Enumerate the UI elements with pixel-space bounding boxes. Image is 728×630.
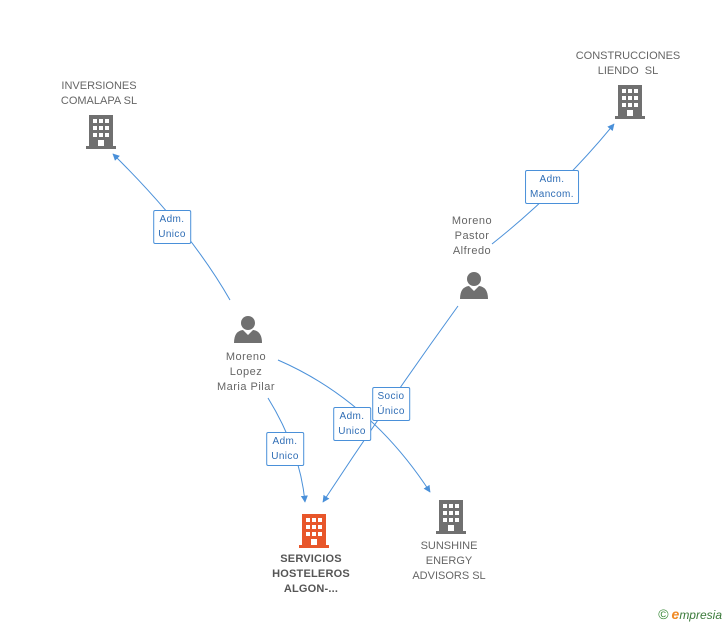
node-label-line: COMALAPA SL <box>60 95 138 107</box>
node-label-line: ALGON-... <box>283 583 339 595</box>
node-label-line: Moreno <box>225 351 267 363</box>
building-icon[interactable] <box>436 500 466 534</box>
node-label-line: Pastor <box>454 230 490 242</box>
edge-label-line: Unico <box>271 451 299 462</box>
node-label-line: CONSTRUCCIONES <box>575 50 681 62</box>
edge-label-socio-unico: Socio Único <box>372 387 410 421</box>
edge-label-line: Adm. <box>339 411 365 422</box>
node-label-line: Alfredo <box>452 245 492 257</box>
edge-label-adm-unico-sunshine: Adm. Unico <box>333 407 371 441</box>
person-icon[interactable] <box>459 271 489 299</box>
edge-label-line: Adm. <box>539 174 565 185</box>
node-label-line: LIENDO SL <box>597 65 659 77</box>
node-label-moreno-pastor: Moreno Pastor Alfredo <box>452 214 492 259</box>
node-label-servicios[interactable]: SERVICIOS HOSTELEROS ALGON-... <box>272 552 350 597</box>
copyright-icon: © <box>658 606 669 622</box>
empresia-brand[interactable]: ©empresia <box>658 606 722 622</box>
brand-initial: e <box>671 606 680 622</box>
node-label-line: Moreno <box>451 215 493 227</box>
node-label-line: SERVICIOS <box>280 553 342 565</box>
building-icon[interactable] <box>86 115 116 149</box>
edge-label-line: Adm. <box>272 436 298 447</box>
edge-label-line: Único <box>377 406 405 417</box>
node-label-line: Lopez <box>229 366 263 378</box>
node-label-moreno-lopez: Moreno Lopez Maria Pilar <box>217 350 275 395</box>
edge-label-adm-unico-inversiones: Adm. Unico <box>153 210 191 244</box>
node-label-line: ENERGY <box>425 555 473 567</box>
node-label-inversiones: INVERSIONES COMALAPA SL <box>61 79 137 109</box>
edge-label-line: Mancom. <box>530 189 574 200</box>
edge-label-adm-unico-servicios: Adm. Unico <box>266 432 304 466</box>
building-icon-focus[interactable] <box>299 514 329 548</box>
node-label-line: SUNSHINE <box>420 540 478 552</box>
building-icon[interactable] <box>615 85 645 119</box>
edge-label-line: Unico <box>158 229 186 240</box>
edge-label-adm-mancom: Adm. Mancom. <box>525 170 579 204</box>
node-label-line: HOSTELEROS <box>272 568 350 580</box>
node-label-construcciones: CONSTRUCCIONES LIENDO SL <box>576 49 681 79</box>
person-icon[interactable] <box>233 315 263 343</box>
edge-label-line: Unico <box>338 426 366 437</box>
node-label-line: ADVISORS SL <box>412 570 486 582</box>
node-label-line: INVERSIONES <box>61 80 137 92</box>
brand-name: mpresia <box>679 608 722 622</box>
edge-label-line: Adm. <box>159 214 185 225</box>
node-label-line: Maria Pilar <box>216 381 276 393</box>
edge-label-line: Socio <box>377 391 405 402</box>
node-label-sunshine[interactable]: SUNSHINE ENERGY ADVISORS SL <box>412 539 485 584</box>
